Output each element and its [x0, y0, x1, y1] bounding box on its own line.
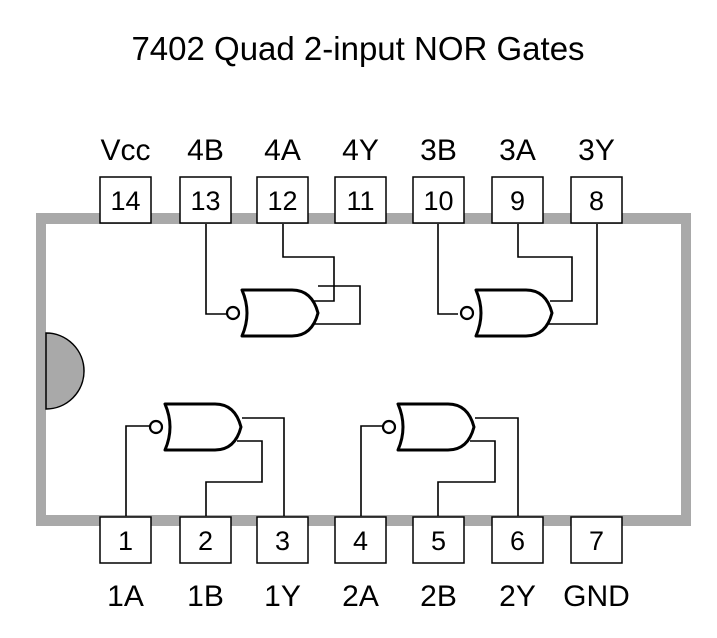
nor-gate-3-bubble [459, 305, 475, 321]
pin-box [491, 176, 544, 224]
pin-box [570, 176, 623, 224]
pin-label: 3B [420, 134, 457, 167]
pin-number: 2 [198, 526, 213, 556]
top-pin-row: 14 Vcc 13 4B 12 4A 11 4Y 10 3B 9 3A [99, 134, 623, 224]
pin-box [570, 516, 623, 564]
pin-label: 3A [499, 134, 536, 167]
pin-8: 8 3Y [570, 134, 623, 224]
pin-number: 10 [423, 186, 453, 216]
pin-number: 9 [510, 186, 525, 216]
wire-3y [548, 224, 598, 325]
pin-box [412, 176, 465, 224]
pin-box [412, 516, 465, 564]
nor-gate-2 [360, 402, 519, 516]
pin-number: 11 [346, 186, 374, 216]
wire-2y [475, 417, 519, 516]
pin-box [256, 516, 309, 564]
wire-2b [437, 440, 496, 516]
pin-5: 5 2B [412, 516, 465, 613]
pin-label: Vcc [100, 134, 150, 167]
pin-number: 7 [589, 526, 604, 556]
diagram-title: 7402 Quad 2-input NOR Gates [131, 30, 584, 67]
wire-4y [311, 285, 361, 325]
pin-6: 6 2Y [491, 516, 544, 613]
pin-14: 14 Vcc [99, 134, 152, 224]
pin-10: 10 3B [412, 134, 465, 224]
wire-4a [282, 224, 335, 302]
wire-3b [437, 224, 458, 315]
pin-box [256, 176, 309, 224]
pin-13: 13 4B [179, 134, 232, 224]
pin-3: 3 1Y [256, 516, 309, 613]
pin-box [334, 176, 387, 224]
wire-4b [205, 224, 226, 315]
pin-number: 6 [510, 526, 525, 556]
nor-gate-1 [125, 402, 285, 516]
nor-gate-2-bubble [381, 419, 397, 435]
pin-label: 1A [107, 580, 144, 613]
wire-3a [517, 224, 573, 302]
pin-box [99, 176, 152, 224]
pin-12: 12 4A [256, 134, 309, 224]
wire-1y [242, 417, 285, 516]
bottom-pin-row: 1 1A 2 1B 3 1Y 4 2A 5 2B 6 2Y [99, 516, 630, 613]
nor-gate-1-body [163, 402, 243, 452]
nor-gate-3-body [474, 288, 554, 338]
nor-gate-3 [437, 224, 598, 338]
wire-1b [205, 440, 263, 516]
pin-9: 9 3A [491, 134, 544, 224]
nor-gate-4 [205, 224, 361, 338]
pin-label: GND [563, 580, 630, 613]
pin-label: 3Y [578, 134, 615, 167]
pin-box [99, 516, 152, 564]
ic-package-body [46, 224, 681, 515]
pin-number: 1 [118, 526, 133, 556]
pin-7: 7 GND [563, 516, 630, 613]
pin-label: 2A [342, 580, 379, 613]
pin-2: 2 1B [179, 516, 232, 613]
pin-number: 13 [190, 186, 220, 216]
pin-number: 5 [431, 526, 446, 556]
pin-number: 8 [589, 186, 604, 216]
pin-1: 1 1A [99, 516, 152, 613]
pin-label: 1B [187, 580, 224, 613]
wire-1a [125, 425, 150, 516]
nor-gate-4-bubble [225, 305, 241, 321]
nor-gate-1-bubble [148, 419, 164, 435]
pin-box [334, 516, 387, 564]
orientation-notch [45, 332, 85, 410]
pin-number: 14 [110, 186, 140, 216]
pin-11: 11 4Y [334, 134, 387, 224]
pin-label: 1Y [264, 580, 301, 613]
pin-4: 4 2A [334, 516, 387, 613]
pin-number: 3 [275, 526, 290, 556]
pin-number: 12 [267, 186, 297, 216]
pin-label: 4B [187, 134, 224, 167]
wire-2a [360, 425, 384, 516]
pin-label: 2Y [499, 580, 536, 613]
nor-gate-2-body [396, 402, 476, 452]
pin-label: 4Y [342, 134, 379, 167]
pin-label: 2B [420, 580, 457, 613]
pin-box [179, 516, 232, 564]
pin-number: 4 [353, 526, 368, 556]
pin-box [179, 176, 232, 224]
pin-label: 4A [264, 134, 301, 167]
pin-box [491, 516, 544, 564]
nor-gate-4-body [240, 288, 320, 338]
